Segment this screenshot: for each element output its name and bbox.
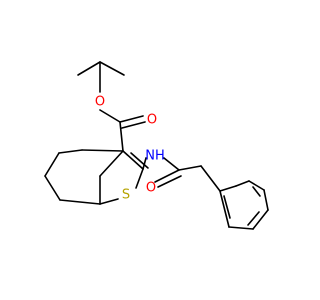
amide-oxygen-label: O [146,181,156,196]
bond [248,180,265,191]
bond [263,189,269,211]
carbonyl-oxygen-label: O [147,113,157,128]
bond [154,169,180,183]
bond [58,149,83,154]
bond [219,185,237,192]
bond [223,195,231,219]
bond [119,115,144,123]
bond [157,175,182,188]
bond [228,226,254,230]
amide-nitrogen-label: NH [145,149,165,164]
bond [135,168,144,189]
ester-oxygen-label: O [95,95,105,110]
bond [130,152,149,169]
molecule-structure: O O NH O S [44,61,269,230]
bond [219,190,230,228]
bond [247,211,260,226]
bond [99,61,125,76]
bond [252,209,269,230]
bond [121,121,146,129]
bond [44,152,60,177]
atom-label-layer: O O NH O S [95,95,165,203]
bond [163,157,180,171]
bond [99,150,124,177]
bond [235,180,250,187]
bond [99,198,119,205]
bond [81,149,124,152]
bond [99,109,121,123]
bond [178,165,202,171]
bond [59,199,101,205]
bond [119,121,124,152]
bond-layer [44,61,269,230]
thiophene-sulfur-label: S [122,188,130,203]
bond [252,186,261,197]
bond [122,150,144,170]
bond [142,157,147,170]
bond [77,61,101,76]
bond [200,165,221,192]
bond [44,175,61,201]
